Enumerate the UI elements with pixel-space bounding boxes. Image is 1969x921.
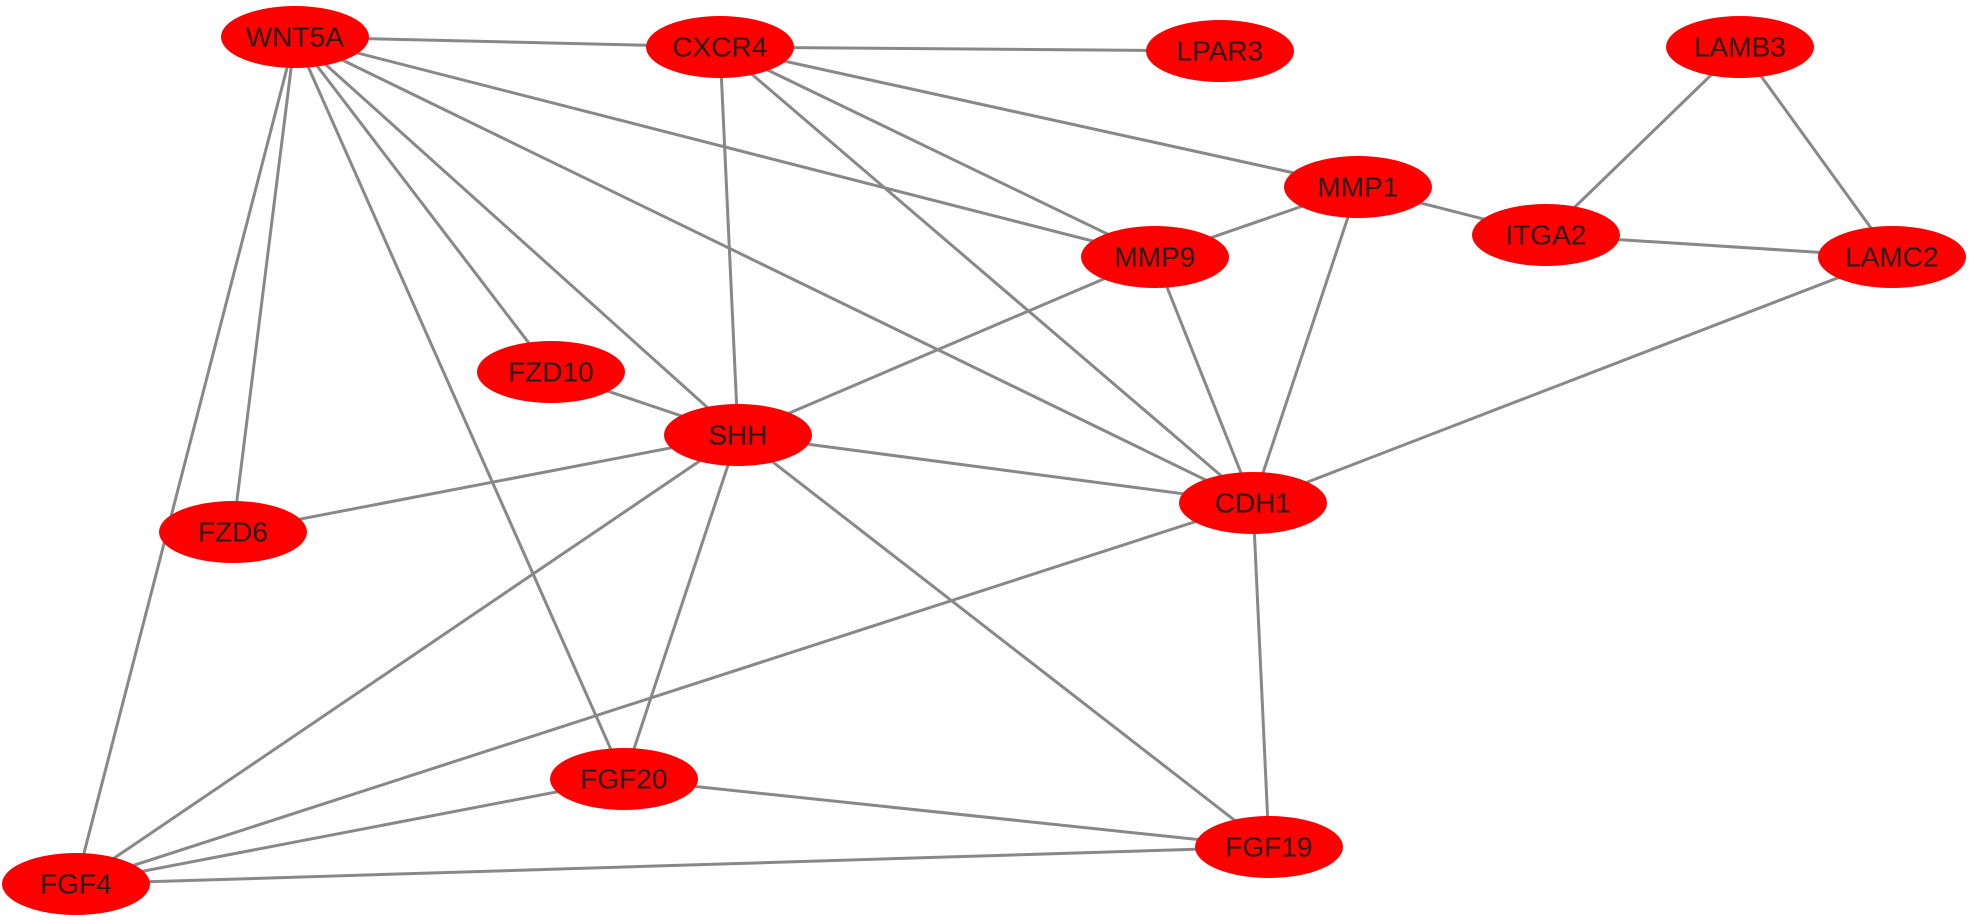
node-ellipse xyxy=(664,404,812,466)
edge-cdh1-fgf19 xyxy=(1251,502,1271,848)
node-label: LAMC2 xyxy=(1845,242,1938,273)
node-fgf20[interactable]: FGF20 xyxy=(550,748,698,810)
node-label: FGF20 xyxy=(580,764,667,795)
edge-wnt5a-fzd10 xyxy=(293,36,553,373)
edge-cxcr4-mmp9 xyxy=(719,45,1156,259)
node-label: FZD6 xyxy=(198,517,268,548)
edge-lamb3-lamc2 xyxy=(1738,46,1894,258)
edge-shh-fgf20 xyxy=(622,434,740,780)
edge-cxcr4-shh xyxy=(718,46,740,436)
edge-wnt5a-cdh1 xyxy=(294,35,1254,505)
node-lamb3[interactable]: LAMB3 xyxy=(1666,16,1814,78)
node-fzd6[interactable]: FZD6 xyxy=(159,501,307,563)
node-ellipse xyxy=(1179,472,1327,534)
node-label: SHH xyxy=(708,420,767,451)
edge-cxcr4-lpar3 xyxy=(719,45,1221,53)
node-itga2[interactable]: ITGA2 xyxy=(1472,204,1620,266)
node-ellipse xyxy=(1472,204,1620,266)
edge-fgf20-fgf19 xyxy=(623,777,1270,849)
node-ellipse xyxy=(1284,156,1432,218)
node-fgf4[interactable]: FGF4 xyxy=(2,853,150,915)
edge-layer xyxy=(74,35,1894,886)
node-label: CXCR4 xyxy=(673,32,768,63)
node-ellipse xyxy=(550,748,698,810)
node-label: FZD10 xyxy=(508,357,594,388)
node-ellipse xyxy=(1146,20,1294,82)
node-label: LPAR3 xyxy=(1177,36,1264,67)
node-mmp1[interactable]: MMP1 xyxy=(1284,156,1432,218)
node-lamc2[interactable]: LAMC2 xyxy=(1818,226,1966,288)
edge-wnt5a-fzd6 xyxy=(231,36,297,533)
edge-shh-fgf4 xyxy=(75,433,739,886)
edge-mmp9-cdh1 xyxy=(1153,256,1255,504)
node-label: ITGA2 xyxy=(1506,220,1587,251)
node-cxcr4[interactable]: CXCR4 xyxy=(646,16,794,78)
edge-cxcr4-mmp1 xyxy=(719,45,1359,189)
edge-lamc2-cdh1 xyxy=(1252,255,1893,505)
node-ellipse xyxy=(1081,226,1229,288)
node-mmp9[interactable]: MMP9 xyxy=(1081,226,1229,288)
edge-mmp1-cdh1 xyxy=(1251,186,1360,504)
node-fzd10[interactable]: FZD10 xyxy=(477,341,625,403)
node-label: MMP9 xyxy=(1115,242,1196,273)
node-label: MMP1 xyxy=(1318,172,1399,203)
node-ellipse xyxy=(1818,226,1966,288)
node-ellipse xyxy=(1666,16,1814,78)
node-ellipse xyxy=(221,6,369,68)
node-label: WNT5A xyxy=(246,22,344,53)
node-label: FGF19 xyxy=(1225,832,1312,863)
node-ellipse xyxy=(646,16,794,78)
edge-wnt5a-fgf20 xyxy=(293,36,626,780)
edge-cdh1-fgf4 xyxy=(75,501,1254,886)
node-label: FGF4 xyxy=(40,869,112,900)
edge-wnt5a-shh xyxy=(293,35,740,437)
node-ellipse xyxy=(477,341,625,403)
edge-fgf20-fgf4 xyxy=(75,777,625,886)
node-ellipse xyxy=(1195,816,1343,878)
edge-shh-fgf19 xyxy=(737,433,1270,849)
edge-shh-cdh1 xyxy=(737,433,1254,505)
edge-lamb3-itga2 xyxy=(1544,45,1742,237)
node-label: CDH1 xyxy=(1215,488,1291,519)
edge-shh-fzd6 xyxy=(232,433,739,534)
node-ellipse xyxy=(2,853,150,915)
node-wnt5a[interactable]: WNT5A xyxy=(221,6,369,68)
edge-mmp9-shh xyxy=(737,255,1156,437)
edge-fgf4-fgf19 xyxy=(75,845,1270,886)
node-lpar3[interactable]: LPAR3 xyxy=(1146,20,1294,82)
node-ellipse xyxy=(159,501,307,563)
node-fgf19[interactable]: FGF19 xyxy=(1195,816,1343,878)
edge-cxcr4-cdh1 xyxy=(719,45,1254,505)
edge-wnt5a-fgf4 xyxy=(74,36,297,885)
node-shh[interactable]: SHH xyxy=(664,404,812,466)
node-label: LAMB3 xyxy=(1694,32,1786,63)
node-cdh1[interactable]: CDH1 xyxy=(1179,472,1327,534)
